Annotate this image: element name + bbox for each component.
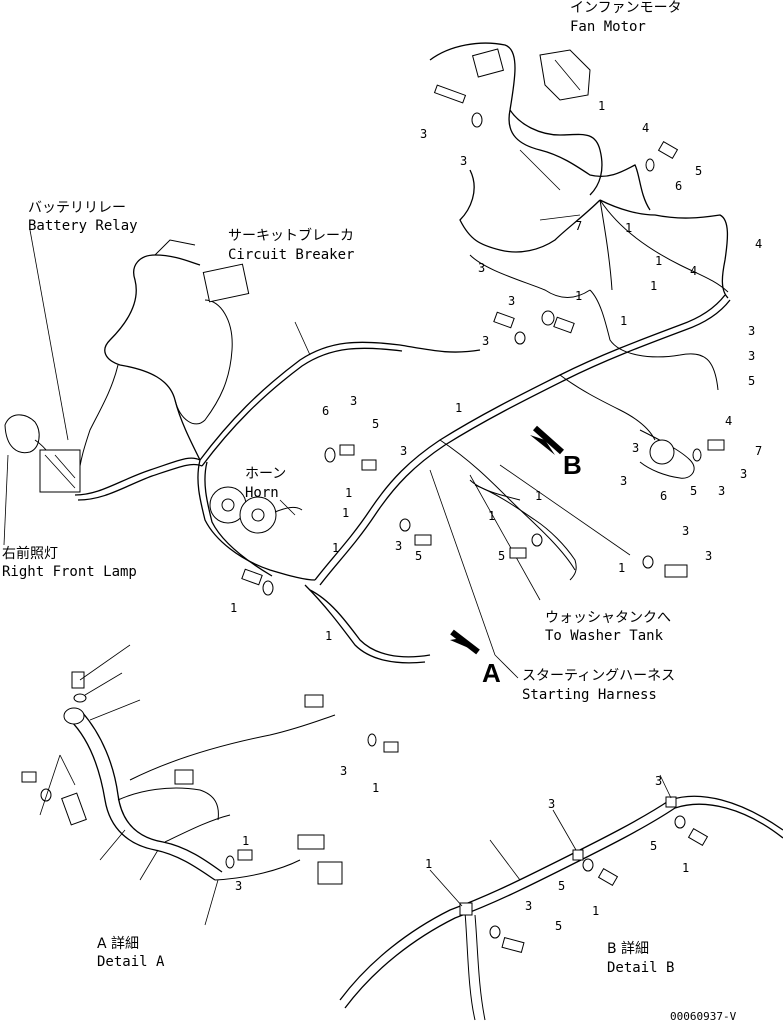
right-front-lamp-label-jp: 右前照灯 <box>2 545 58 562</box>
starting-harness-label-en: Starting Harness <box>522 687 657 703</box>
callout-3: 3 <box>478 261 485 275</box>
callout-3: 3 <box>682 524 689 538</box>
callout-3: 3 <box>525 899 532 913</box>
circuit-breaker-label-jp: サーキットブレーカ <box>228 227 354 244</box>
callout-1: 1 <box>598 99 605 113</box>
callout-3: 3 <box>548 797 555 811</box>
detail-a-label-en: Detail A <box>97 954 165 970</box>
battery-relay-branch <box>77 239 250 481</box>
callout-6: 6 <box>660 489 667 503</box>
callout-7: 7 <box>575 219 582 233</box>
callout-1: 1 <box>345 486 352 500</box>
callout-1: 1 <box>455 401 462 415</box>
horn-label-jp: ホーン <box>245 466 286 482</box>
callout-1: 1 <box>535 489 542 503</box>
fasteners-main <box>241 84 725 596</box>
callout-4: 4 <box>690 264 697 278</box>
callout-1: 1 <box>325 629 332 643</box>
detail-b-label-jp: B 詳細 <box>607 941 649 957</box>
callout-5: 5 <box>558 879 565 893</box>
callout-3: 3 <box>718 484 725 498</box>
callout-5: 5 <box>650 839 657 853</box>
callout-4: 4 <box>725 414 732 428</box>
callout-5: 5 <box>695 164 702 178</box>
fan-motor-label-en: Fan Motor <box>570 19 646 35</box>
callout-1: 1 <box>488 509 495 523</box>
text-labels: インファンモータ Fan Motor バッテリリレー Battery Relay… <box>2 0 737 1023</box>
callout-1: 1 <box>372 781 379 795</box>
callout-1: 1 <box>230 601 237 615</box>
callout-1: 1 <box>682 861 689 875</box>
callout-4: 4 <box>755 237 762 251</box>
circuit-breaker-label-en: Circuit Breaker <box>228 247 354 263</box>
callout-5: 5 <box>372 417 379 431</box>
washer-tank-label-jp: ウォッシャタンクへ <box>545 610 671 626</box>
callout-5: 5 <box>498 549 505 563</box>
callout-numbers: 3 3 1 4 5 6 7 1 4 1 4 1 3 1 3 3 1 3 3 5 … <box>230 99 762 933</box>
callout-5: 5 <box>555 919 562 933</box>
callout-6: 6 <box>675 179 682 193</box>
battery-relay-label-jp: バッテリリレー <box>28 200 126 216</box>
detail-b-label-en: Detail B <box>607 960 674 976</box>
callout-3: 3 <box>460 154 467 168</box>
callout-3: 3 <box>748 324 755 338</box>
callout-3: 3 <box>235 879 242 893</box>
callout-5: 5 <box>415 549 422 563</box>
starting-harness-label-jp: スターティングハーネス <box>522 668 675 684</box>
callout-5: 5 <box>748 374 755 388</box>
lower-right-branch <box>559 374 695 479</box>
callout-1: 1 <box>332 541 339 555</box>
right-front-lamp <box>4 414 81 493</box>
callout-3: 3 <box>740 467 747 481</box>
callout-3: 3 <box>420 127 427 141</box>
washer-tank-label-en: To Washer Tank <box>545 628 664 644</box>
callout-3: 3 <box>705 549 712 563</box>
drawing-number: 00060937-V <box>670 1010 737 1023</box>
callout-1: 1 <box>425 857 432 871</box>
view-a-marker: A <box>482 658 501 688</box>
view-b-marker: B <box>563 450 582 480</box>
callout-1: 1 <box>625 221 632 235</box>
callout-7: 7 <box>755 444 762 458</box>
horn-label-en: Horn <box>245 485 279 501</box>
callout-3: 3 <box>632 441 639 455</box>
callout-1: 1 <box>342 506 349 520</box>
callout-5: 5 <box>690 484 697 498</box>
callout-3: 3 <box>400 444 407 458</box>
view-arrows <box>450 425 564 655</box>
fan-motor-cluster <box>429 42 729 391</box>
callout-1: 1 <box>618 561 625 575</box>
callout-1: 1 <box>592 904 599 918</box>
callout-1: 1 <box>242 834 249 848</box>
fan-motor-label-jp: インファンモータ <box>570 0 682 16</box>
callout-3: 3 <box>482 334 489 348</box>
horn-assembly <box>209 486 303 534</box>
callout-3: 3 <box>748 349 755 363</box>
callout-3: 3 <box>508 294 515 308</box>
callout-1: 1 <box>655 254 662 268</box>
callout-3: 3 <box>655 774 662 788</box>
callout-3: 3 <box>350 394 357 408</box>
callout-6: 6 <box>322 404 329 418</box>
callout-3: 3 <box>620 474 627 488</box>
callout-3: 3 <box>395 539 402 553</box>
detail-b-drawing <box>339 774 783 1021</box>
washer-branch <box>474 484 577 581</box>
callout-3: 3 <box>340 764 347 778</box>
callout-1: 1 <box>575 289 582 303</box>
detail-a-label-jp: A 詳細 <box>97 936 139 952</box>
leader-lines <box>3 149 631 679</box>
main-harness <box>74 294 731 664</box>
right-front-lamp-label-en: Right Front Lamp <box>2 564 137 580</box>
detail-a-drawing <box>21 644 399 926</box>
callout-1: 1 <box>650 279 657 293</box>
battery-relay-label-en: Battery Relay <box>28 218 138 234</box>
callout-1: 1 <box>620 314 627 328</box>
callout-4: 4 <box>642 121 649 135</box>
